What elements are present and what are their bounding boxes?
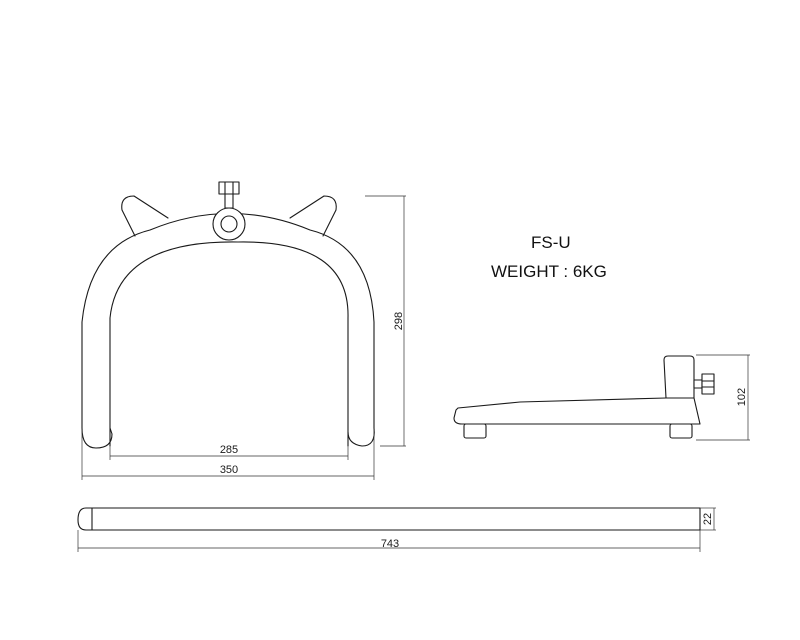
side-post	[663, 355, 695, 399]
outer-arch	[81, 213, 375, 429]
side-knob-shaft	[693, 379, 703, 389]
side-view	[453, 355, 715, 439]
side-base	[453, 397, 701, 425]
side-knob	[701, 373, 715, 395]
left-foot	[81, 427, 113, 449]
dim-350: 350	[220, 464, 238, 476]
bar-body	[77, 507, 701, 531]
front-dimensions: 285 350 298	[81, 195, 406, 480]
side-dimensions: 102	[696, 354, 750, 441]
bolt-hole	[220, 215, 238, 233]
model-label: FS-U	[531, 233, 571, 252]
side-foot-left	[463, 423, 487, 439]
thumb-screw-head	[218, 181, 240, 195]
left-horn	[121, 195, 169, 237]
right-foot	[347, 427, 375, 447]
bar-view	[77, 507, 701, 531]
front-view	[81, 181, 375, 449]
weight-label: WEIGHT : 6KG	[491, 262, 607, 281]
thumb-screw-shaft	[224, 193, 234, 209]
dim-22: 22	[702, 513, 714, 525]
bar-dimensions: 22 743	[77, 507, 716, 552]
inner-arch	[109, 241, 349, 447]
side-foot-right	[669, 423, 693, 439]
dim-102: 102	[736, 388, 748, 406]
dim-298: 298	[393, 312, 405, 330]
dim-285: 285	[220, 444, 238, 456]
dim-743: 743	[381, 538, 399, 550]
right-horn	[289, 195, 337, 237]
